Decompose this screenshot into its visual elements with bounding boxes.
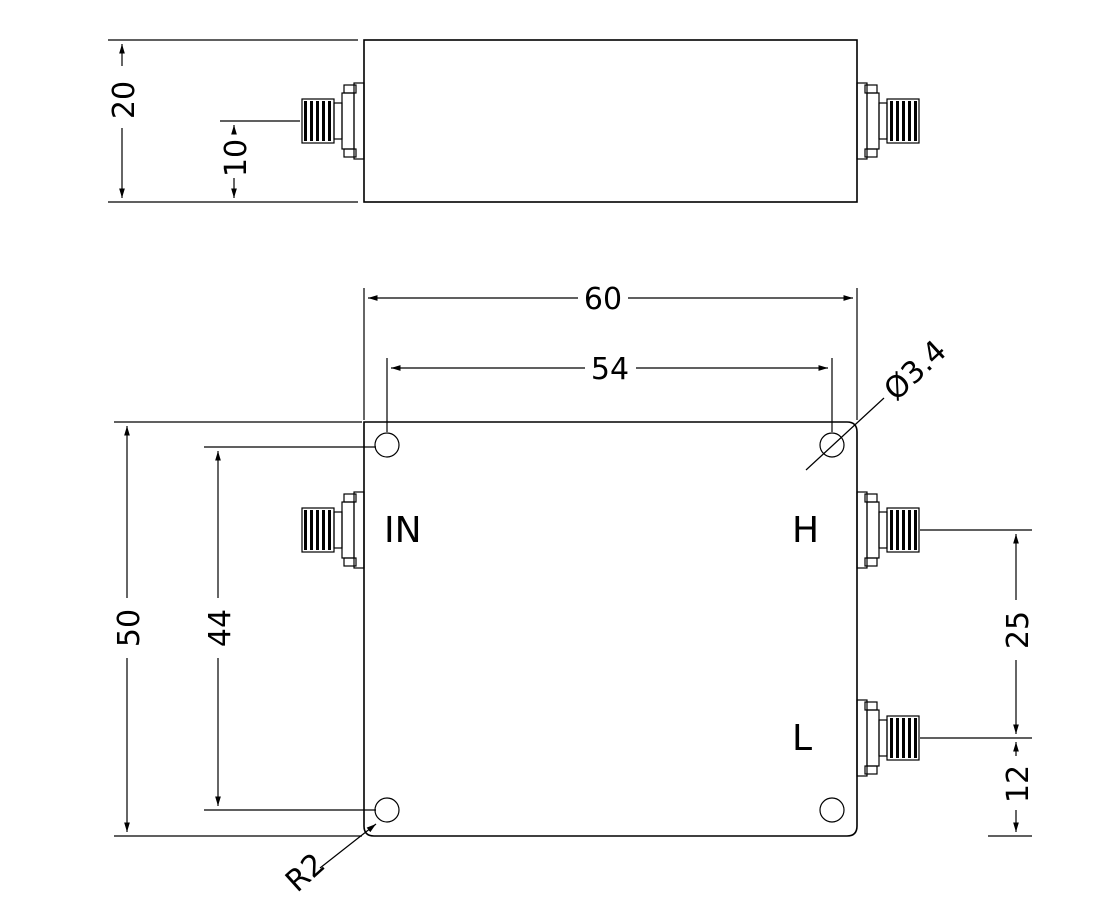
in-connector bbox=[301, 491, 365, 569]
h-connector bbox=[856, 491, 920, 569]
port-label-h: H bbox=[792, 510, 819, 551]
mounting-hole-bottom-right bbox=[819, 797, 845, 823]
side-view-right-connector bbox=[856, 82, 920, 160]
port-spacing-label: 25 bbox=[1001, 611, 1036, 649]
hole-spacing-x-label: 54 bbox=[591, 352, 629, 387]
top-view: IN H L 60 54 Ø3.4 50 44 R2 bbox=[112, 282, 1036, 899]
corner-radius-label: R2 bbox=[279, 847, 332, 900]
radius-leader bbox=[319, 823, 377, 869]
height-label: 50 bbox=[112, 609, 147, 647]
mounting-hole-top-left bbox=[374, 432, 400, 458]
mounting-hole-top-right bbox=[819, 432, 845, 458]
side-view-left-connector bbox=[301, 82, 365, 160]
side-view-housing bbox=[363, 39, 858, 203]
side-height-label: 20 bbox=[107, 81, 142, 119]
diameter-leader bbox=[805, 397, 885, 471]
port-label-l: L bbox=[792, 718, 812, 759]
port-l-offset-label: 12 bbox=[1001, 765, 1036, 803]
mounting-hole-bottom-left bbox=[374, 797, 400, 823]
hole-spacing-y-label: 44 bbox=[203, 609, 238, 647]
top-view-housing bbox=[363, 421, 858, 837]
side-offset-label: 10 bbox=[219, 139, 254, 177]
width-label: 60 bbox=[584, 282, 622, 317]
l-connector bbox=[856, 699, 920, 777]
port-label-in: IN bbox=[384, 510, 422, 551]
side-view: 20 10 bbox=[107, 39, 920, 203]
hole-diameter-label: Ø3.4 bbox=[878, 334, 954, 408]
